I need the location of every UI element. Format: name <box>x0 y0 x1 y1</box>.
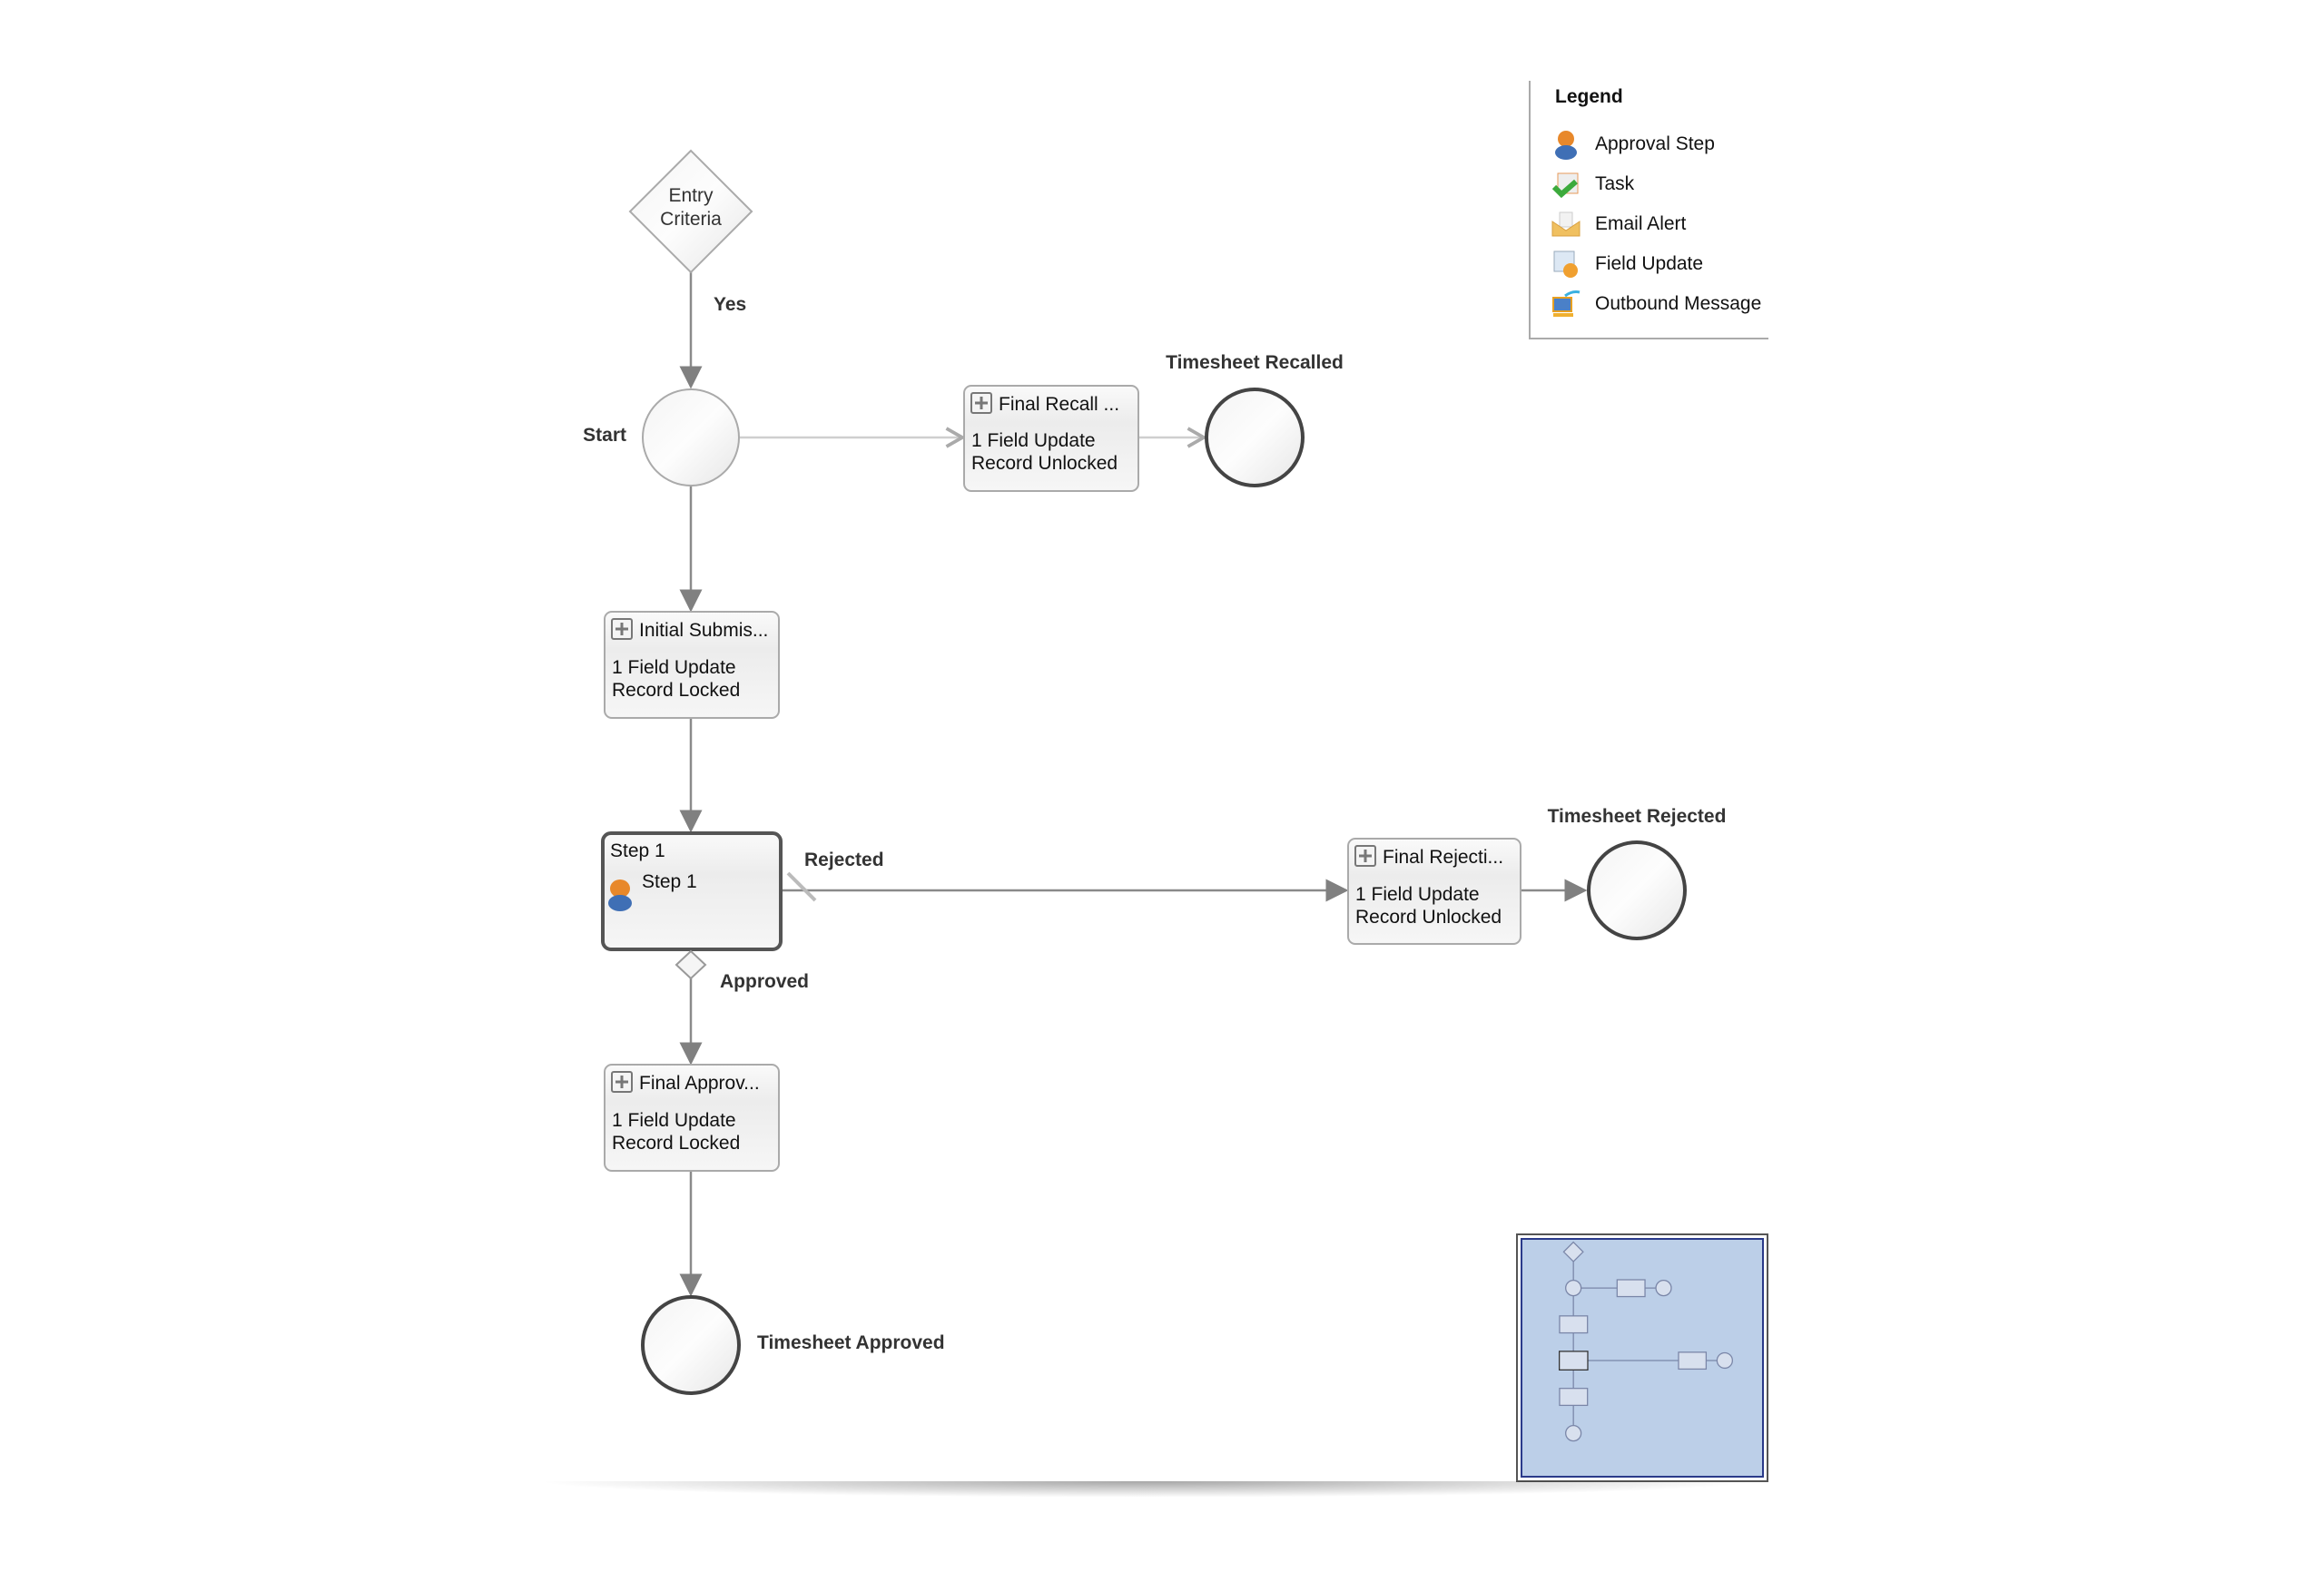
legend-label: Task <box>1595 173 1635 194</box>
legend-item-email-alert: Email Alert <box>1551 209 1686 240</box>
final-recall-title: Final Recall ... <box>999 394 1119 415</box>
timesheet-recalled-end-node[interactable] <box>1205 388 1305 487</box>
step-name: Step 1 <box>642 871 697 892</box>
email-alert-icon <box>1551 209 1581 240</box>
field-update-icon <box>1551 249 1581 280</box>
legend-label: Outbound Message <box>1595 293 1762 314</box>
rejected-slash-mark <box>786 871 817 902</box>
approval-step-icon <box>608 879 632 911</box>
expand-icon[interactable] <box>611 618 633 640</box>
initial-submission-line2: Record Locked <box>612 680 740 701</box>
legend-label: Email Alert <box>1595 213 1687 234</box>
canvas-bottom-shadow <box>536 1481 1758 1498</box>
timesheet-rejected-end-node[interactable] <box>1587 840 1687 940</box>
final-recall-line2: Record Unlocked <box>971 453 1118 474</box>
final-rejection-actions-box[interactable]: Final Rejecti... 1 Field Update Record U… <box>1347 838 1521 945</box>
final-approval-actions-box[interactable]: Final Approv... 1 Field Update Record Lo… <box>604 1064 780 1172</box>
final-rejection-line1: 1 Field Update <box>1355 884 1480 905</box>
final-approval-line1: 1 Field Update <box>612 1110 736 1131</box>
legend-label: Approval Step <box>1595 133 1715 154</box>
timesheet-rejected-label: Timesheet Rejected <box>1548 806 1727 827</box>
start-label: Start <box>583 425 626 446</box>
legend-label: Field Update <box>1595 253 1704 274</box>
approved-decision-diamond <box>675 949 707 980</box>
legend-item-task: Task <box>1551 169 1634 200</box>
legend-item-outbound-message: Outbound Message <box>1551 289 1761 319</box>
entry-criteria-node[interactable]: Entry Criteria <box>628 149 753 274</box>
entry-criteria-line2: Criteria <box>660 209 722 230</box>
expand-icon[interactable] <box>1354 845 1376 867</box>
outbound-message-icon <box>1551 289 1581 319</box>
timesheet-approved-end-node[interactable] <box>641 1295 741 1395</box>
task-icon <box>1551 169 1581 200</box>
legend-item-field-update: Field Update <box>1551 249 1703 280</box>
yes-label: Yes <box>714 294 746 315</box>
approval-step-icon <box>1551 129 1581 160</box>
final-approval-line2: Record Locked <box>612 1133 740 1154</box>
final-approval-title: Final Approv... <box>639 1073 760 1094</box>
final-recall-line1: 1 Field Update <box>971 430 1096 451</box>
timesheet-recalled-label: Timesheet Recalled <box>1166 352 1344 373</box>
rejected-label: Rejected <box>804 850 884 870</box>
final-recall-actions-box[interactable]: Final Recall ... 1 Field Update Record U… <box>963 385 1139 492</box>
approved-label: Approved <box>720 971 809 992</box>
timesheet-approved-label: Timesheet Approved <box>757 1332 945 1353</box>
final-rejection-line2: Record Unlocked <box>1355 907 1502 928</box>
expand-icon[interactable] <box>970 392 992 414</box>
start-node[interactable] <box>642 388 740 486</box>
minimap-navigator[interactable] <box>1516 1233 1768 1482</box>
approval-step-box[interactable]: Step 1 Step 1 <box>601 831 783 951</box>
entry-criteria-line1: Entry <box>668 185 714 206</box>
initial-submission-title: Initial Submis... <box>639 620 768 641</box>
minimap-preview <box>1559 1241 1734 1442</box>
initial-submission-actions-box[interactable]: Initial Submis... 1 Field Update Record … <box>604 611 780 719</box>
expand-icon[interactable] <box>611 1071 633 1093</box>
legend-item-approval-step: Approval Step <box>1551 129 1715 160</box>
legend-panel: Legend Approval Step Task Email Alert Fi… <box>1529 81 1768 339</box>
step-box-title: Step 1 <box>610 840 665 861</box>
legend-title: Legend <box>1555 86 1623 107</box>
initial-submission-line1: 1 Field Update <box>612 657 736 678</box>
minimap-viewport[interactable] <box>1521 1238 1764 1478</box>
final-rejection-title: Final Rejecti... <box>1383 847 1503 868</box>
